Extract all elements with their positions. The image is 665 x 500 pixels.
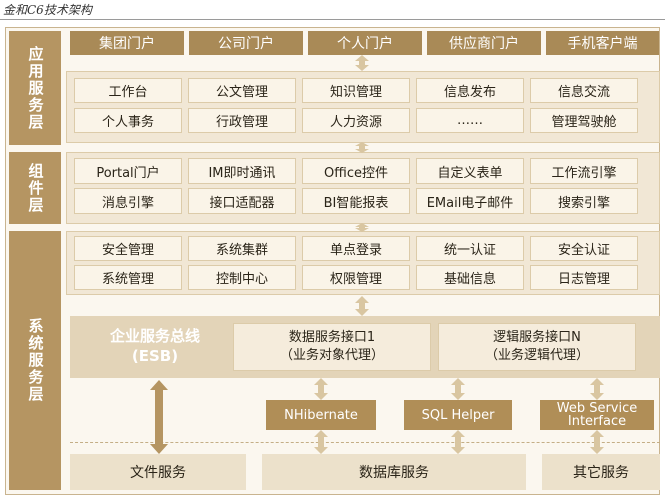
system-unified-auth: 统一认证 [416, 236, 524, 261]
data-service-interface-name: 数据服务接口1 [288, 330, 376, 345]
system-sso: 单点登录 [302, 236, 410, 261]
esb-abbr: (ESB) [131, 347, 179, 365]
storage-divider [70, 442, 660, 443]
data-service-interface: 数据服务接口1 （业务对象代理） [233, 323, 431, 371]
service-knowledge-management: 知识管理 [302, 78, 410, 103]
service-more: …… [416, 108, 524, 133]
tech-webservice: Web Service Interface [540, 400, 654, 430]
arrow-portal-to-app [355, 55, 369, 71]
arrow-app-to-component [355, 142, 369, 153]
tech-webservice-line2: Interface [567, 414, 627, 429]
service-personal-affairs: 个人事务 [74, 108, 182, 133]
arrow-nhibernate-to-db [314, 430, 328, 454]
caption-rule [0, 19, 665, 20]
esb-title: 企业服务总线 [109, 327, 200, 345]
component-bi-report: BI智能报表 [302, 188, 410, 214]
system-security-auth: 安全认证 [530, 236, 638, 261]
component-im: IM即时通讯 [188, 158, 296, 184]
logic-service-interface: 逻辑服务接口N （业务逻辑代理） [438, 323, 636, 371]
component-search-engine: 搜索引擎 [530, 188, 638, 214]
layer-label-app: 应用服务层 [9, 31, 61, 145]
logic-service-interface-name: 逻辑服务接口N [493, 330, 581, 345]
service-info-exchange: 信息交流 [530, 78, 638, 103]
component-portal: Portal门户 [74, 158, 182, 184]
esb-title-block: 企业服务总线 (ESB) [80, 326, 230, 366]
service-document-management: 公文管理 [188, 78, 296, 103]
data-service-interface-desc: （业务对象代理） [279, 348, 384, 363]
system-control-center: 控制中心 [188, 265, 296, 290]
tech-webservice-line1: Web Service [556, 401, 638, 416]
arrow-sqlhelper-to-db [451, 430, 465, 454]
tech-sqlhelper: SQL Helper [404, 400, 512, 430]
diagram-caption: 金和C6技术架构 [3, 3, 92, 17]
portal-company: 公司门户 [189, 31, 303, 55]
system-management: 系统管理 [74, 265, 182, 290]
layer-label-system-text: 系统服务层 [26, 318, 45, 403]
arrow-esb-to-webservice [590, 378, 604, 400]
portal-supplier: 供应商门户 [427, 31, 541, 55]
system-basic-info: 基础信息 [416, 265, 524, 290]
component-custom-form: 自定义表单 [416, 158, 524, 184]
layer-label-component: 组件层 [9, 152, 61, 224]
component-message-engine: 消息引擎 [74, 188, 182, 214]
arrow-esb-to-sqlhelper [451, 378, 465, 400]
service-admin-management: 行政管理 [188, 108, 296, 133]
system-permission-management: 权限管理 [302, 265, 410, 290]
arrow-esb-to-nhibernate [314, 378, 328, 400]
storage-other-service: 其它服务 [542, 454, 660, 490]
portal-personal: 个人门户 [308, 31, 422, 55]
layer-label-app-text: 应用服务层 [26, 45, 45, 131]
layer-label-component-text: 组件层 [26, 162, 45, 214]
component-interface-adapter: 接口适配器 [188, 188, 296, 214]
component-email: EMail电子邮件 [416, 188, 524, 214]
layer-label-system: 系统服务层 [9, 231, 61, 490]
component-workflow-engine: 工作流引擎 [530, 158, 638, 184]
service-dashboard: 管理驾驶舱 [530, 108, 638, 133]
portal-mobile-client: 手机客户端 [546, 31, 659, 55]
service-workbench: 工作台 [74, 78, 182, 103]
system-security-management: 安全管理 [74, 236, 182, 261]
system-log-management: 日志管理 [530, 265, 638, 290]
storage-file-service: 文件服务 [70, 454, 246, 490]
portal-group: 集团门户 [70, 31, 184, 55]
arrow-system-to-esb [355, 296, 369, 316]
arrow-component-to-system [355, 223, 369, 232]
service-human-resources: 人力资源 [302, 108, 410, 133]
arrow-esb-to-file-service [150, 380, 168, 454]
tech-nhibernate: NHibernate [266, 400, 376, 430]
component-office-control: Office控件 [302, 158, 410, 184]
service-info-publish: 信息发布 [416, 78, 524, 103]
storage-database-service: 数据库服务 [262, 454, 526, 490]
system-cluster: 系统集群 [188, 236, 296, 261]
logic-service-interface-desc: （业务逻辑代理） [484, 348, 589, 363]
arrow-webservice-to-other [590, 430, 604, 454]
